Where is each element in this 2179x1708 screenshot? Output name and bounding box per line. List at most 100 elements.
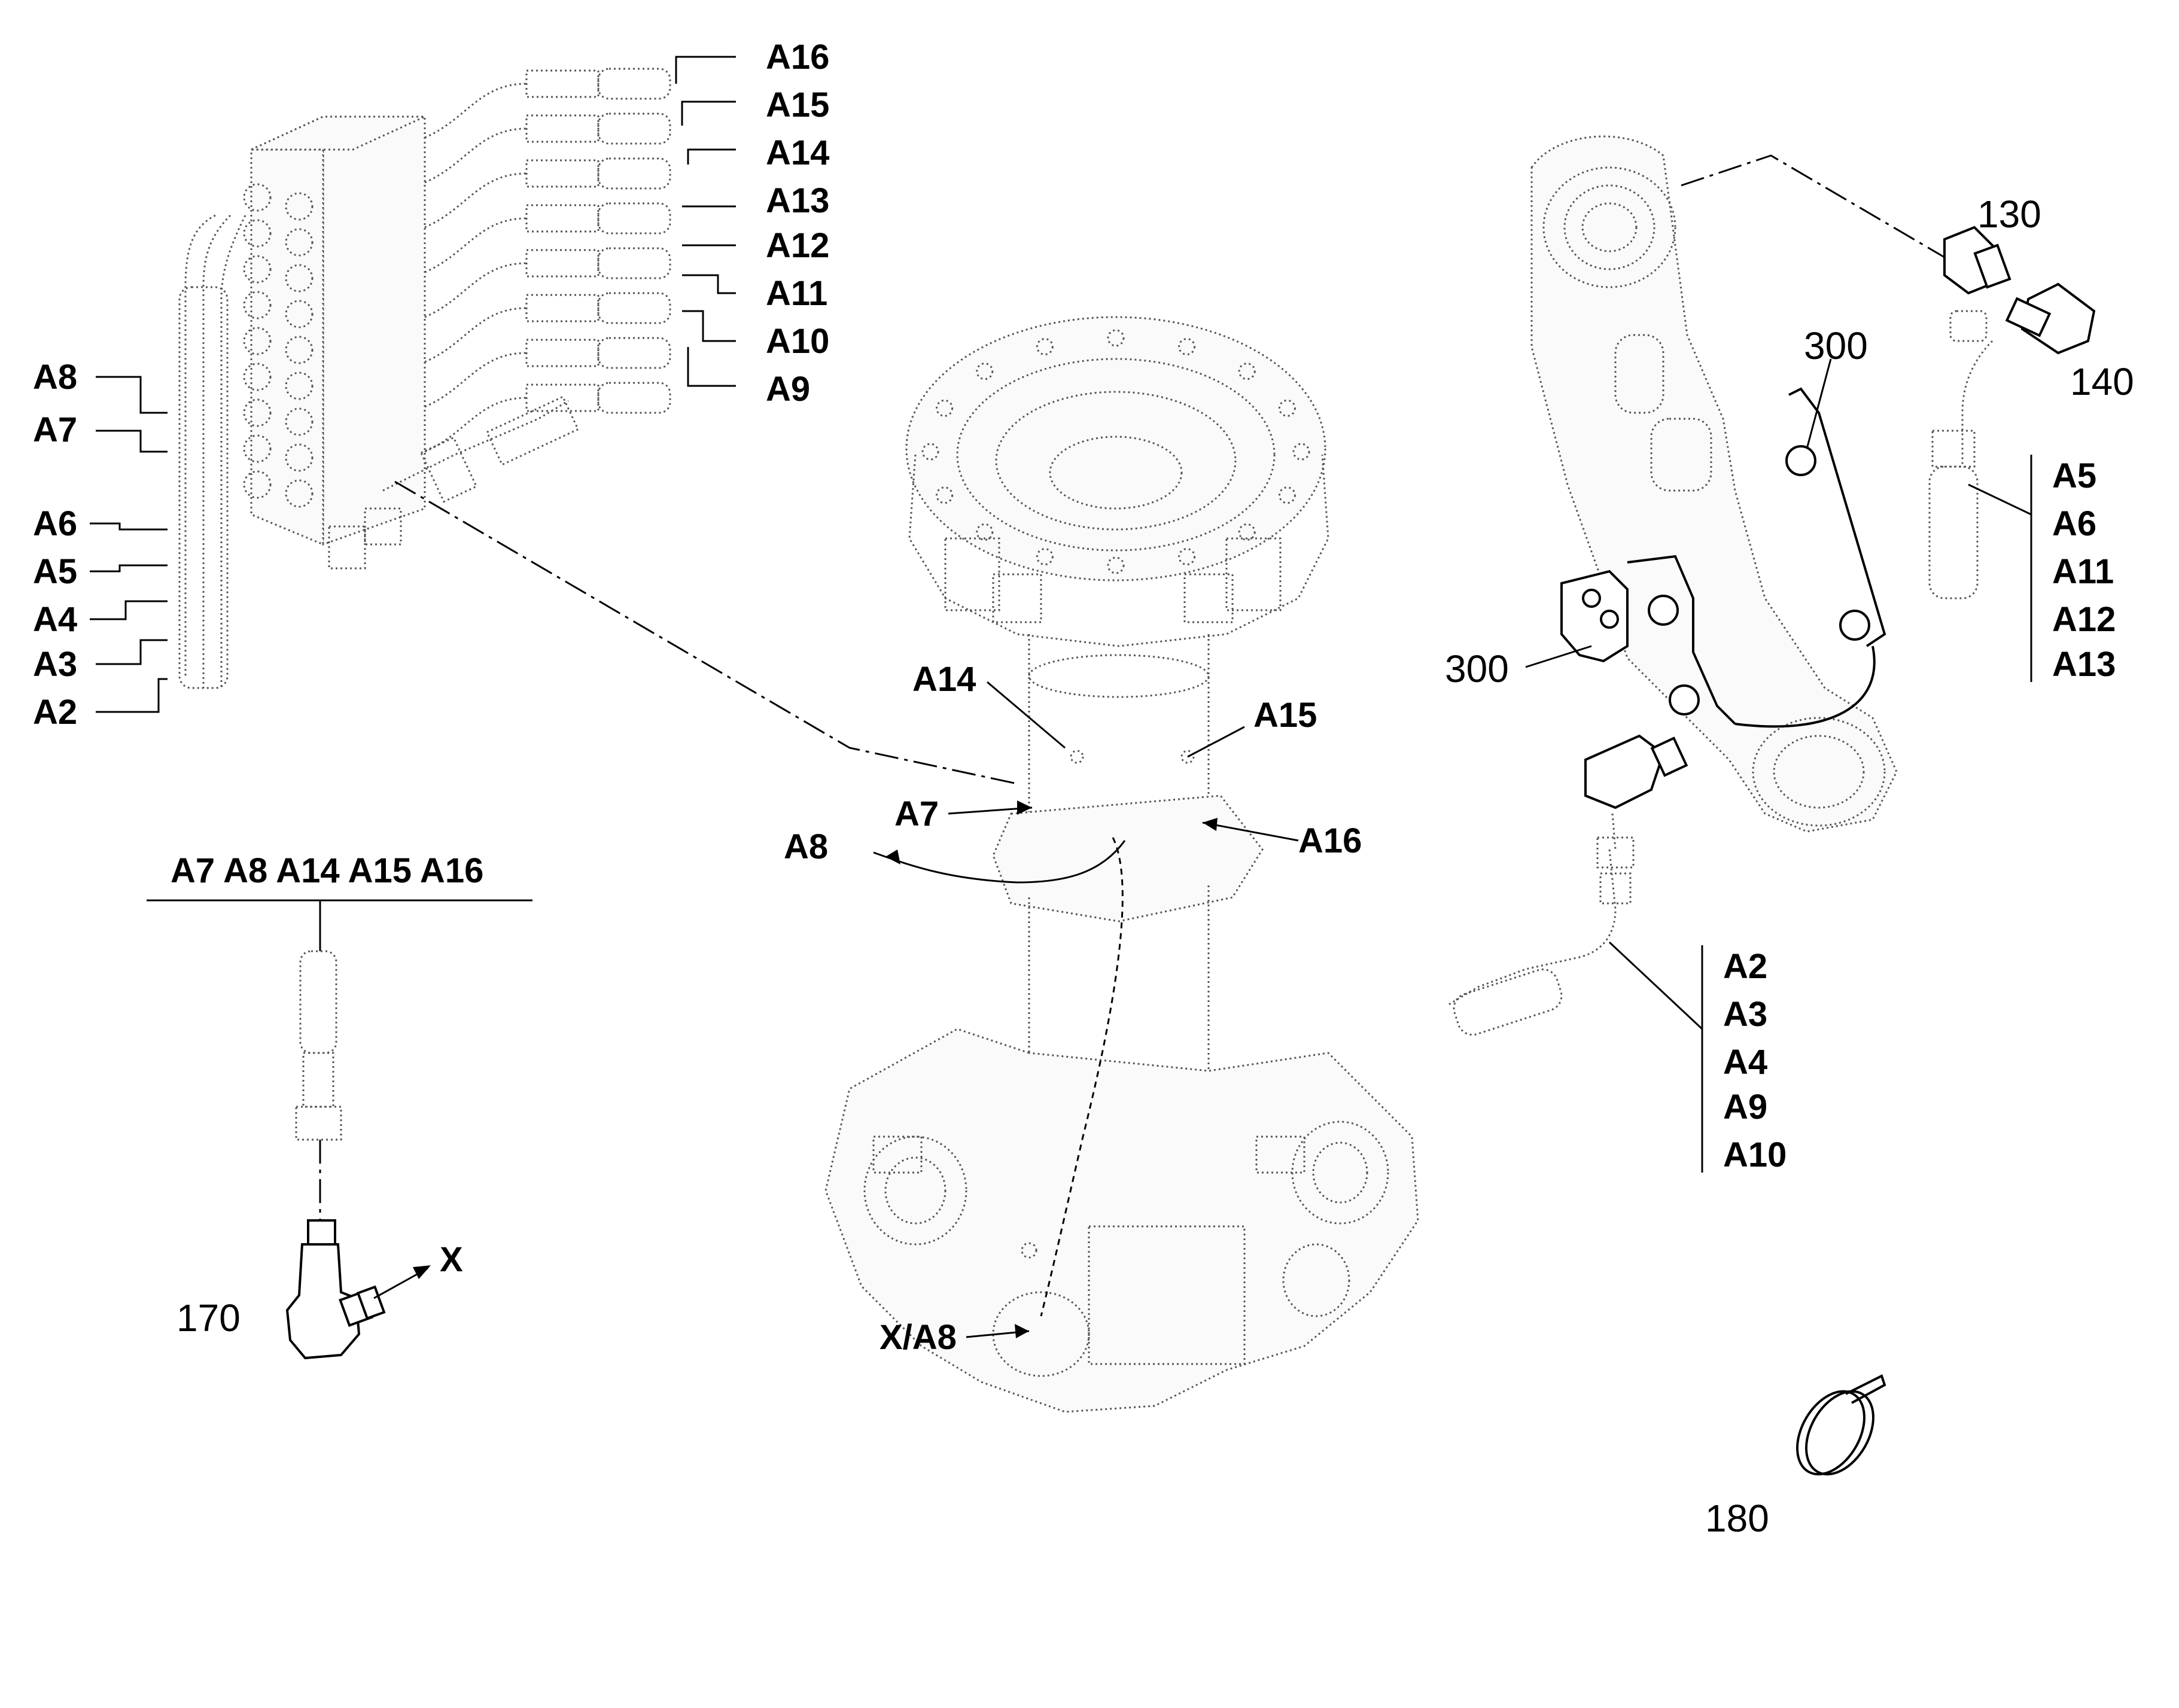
flange-bolt-hole (921, 443, 939, 461)
label-a16: A16 (766, 38, 829, 77)
group-labels-upper-right: A5 A6 A11 A12 A13 (1968, 455, 2116, 684)
label-a6-right: A6 (2052, 504, 2096, 543)
label-a8-column: A8 (784, 827, 828, 866)
label-a9: A9 (766, 370, 810, 409)
label-a2-left: A2 (33, 693, 77, 732)
label-a5-right: A5 (2052, 456, 2096, 495)
label-a3-right: A3 (1723, 995, 1767, 1034)
chain-line-manifold (394, 480, 1018, 785)
manifold-hex-fitting (243, 219, 272, 248)
flange-bolt-hole (1278, 486, 1296, 504)
flange-bolt-hole (1036, 548, 1054, 566)
flange-bolt-hole (936, 399, 954, 417)
manifold-tube (424, 307, 527, 363)
label-x: X (440, 1240, 463, 1279)
label-a7-left: A7 (33, 410, 77, 449)
tube-hose-end (597, 337, 671, 369)
manifold-hex-fitting (243, 255, 272, 284)
fitting-140: 140 (2005, 282, 2134, 403)
flange-bolt-hole (1107, 329, 1125, 347)
bracket-300-callouts: 300 300 (1445, 324, 1868, 690)
flange-bolt-hole (1292, 443, 1310, 461)
tube-connector (525, 114, 599, 143)
label-a15-column: A15 (1253, 696, 1317, 735)
chain-line-arm (1681, 154, 1945, 258)
tube-connector (525, 159, 599, 188)
manifold-hex-fitting (243, 398, 272, 427)
elbow-fitting-170 (285, 1219, 386, 1360)
tube-connector (525, 339, 599, 367)
label-a15: A15 (766, 86, 829, 124)
callout-140: 140 (2070, 360, 2134, 403)
label-a6-left: A6 (33, 504, 77, 543)
label-a13-right: A13 (2052, 645, 2116, 684)
manifold-hex-fitting (243, 470, 272, 499)
callout-180: 180 (1705, 1497, 1769, 1540)
flange-bolt-hole (1238, 523, 1256, 541)
tube-connector (525, 204, 599, 233)
tube-connector (525, 383, 599, 412)
tube-hose-end (597, 157, 671, 190)
hose-right (1928, 310, 1994, 599)
tube-hose-end (597, 247, 671, 279)
callout-300-left: 300 (1445, 647, 1509, 690)
label-x-a8: X/A8 (879, 1318, 957, 1357)
tube-connector (525, 294, 599, 322)
manifold-tube (424, 397, 527, 453)
manifold-hex-fitting (285, 479, 314, 508)
hose-clamp-180: 180 (1705, 1374, 1886, 1540)
manifold-hex-fitting (243, 434, 272, 463)
label-a16-column: A16 (1298, 821, 1362, 860)
fitting-group-header: A7 A8 A14 A15 A16 (171, 851, 483, 890)
manifold-hex-fitting (285, 264, 314, 293)
callout-300-top: 300 (1804, 324, 1868, 367)
label-a13: A13 (766, 181, 829, 220)
slewing-column (824, 316, 1419, 1413)
lubrication-manifold (178, 68, 671, 689)
flange-bolt-hole (936, 486, 954, 504)
label-a14-column: A14 (912, 660, 976, 699)
tube-connector (525, 69, 599, 98)
flange-bolt-hole (1107, 556, 1125, 574)
fitting-130: 130 (1943, 193, 2041, 295)
manifold-hex-fitting (243, 183, 272, 212)
flange-bolt-hole (1178, 337, 1196, 355)
manifold-hex-fitting (285, 228, 314, 257)
label-a5-left: A5 (33, 552, 77, 591)
label-a4-right: A4 (1723, 1043, 1767, 1082)
column-callouts: A14 A15 A7 A8 A16 X/A8 (784, 660, 1362, 1357)
tube-hose-end (597, 202, 671, 235)
flange-bolt-hole (1238, 363, 1256, 380)
tube-hose-end (597, 112, 671, 145)
tube-hose-end (597, 382, 671, 414)
label-a11: A11 (766, 274, 827, 313)
fitting-170-assembly: A7 A8 A14 A15 A16 X 170 (147, 851, 532, 1360)
flange-bolt-hole (1278, 399, 1296, 417)
label-a14: A14 (766, 133, 829, 172)
label-a8-left: A8 (33, 358, 77, 397)
flange-bolt-hole (1036, 337, 1054, 355)
callout-130: 130 (1977, 193, 2041, 236)
label-a2-right: A2 (1723, 947, 1767, 986)
manifold-hex-fitting (243, 291, 272, 319)
label-a4-left: A4 (33, 600, 77, 639)
tube-hose-end (597, 292, 671, 324)
label-a3-left: A3 (33, 645, 77, 684)
manifold-hex-fitting (285, 192, 314, 221)
label-a12: A12 (766, 226, 829, 265)
flange-bolt-hole (1178, 548, 1196, 566)
manifold-hex-fitting (285, 336, 314, 364)
arm-assembly (1447, 135, 1898, 1036)
label-a10: A10 (766, 322, 829, 361)
label-a12-right: A12 (2052, 600, 2116, 639)
flange-bolt-hole (976, 523, 994, 541)
manifold-hex-fitting (285, 372, 314, 400)
tube-connector (525, 249, 599, 278)
manifold-tube (424, 352, 527, 408)
manifold-tube (424, 217, 527, 273)
manifold-left-labels: A8 A7 A6 A5 A4 A3 A2 (33, 358, 168, 732)
manifold-hex-fitting (285, 407, 314, 436)
label-a10-right: A10 (1723, 1135, 1787, 1174)
manifold-tube (424, 262, 527, 318)
label-a11-right: A11 (2052, 552, 2114, 591)
